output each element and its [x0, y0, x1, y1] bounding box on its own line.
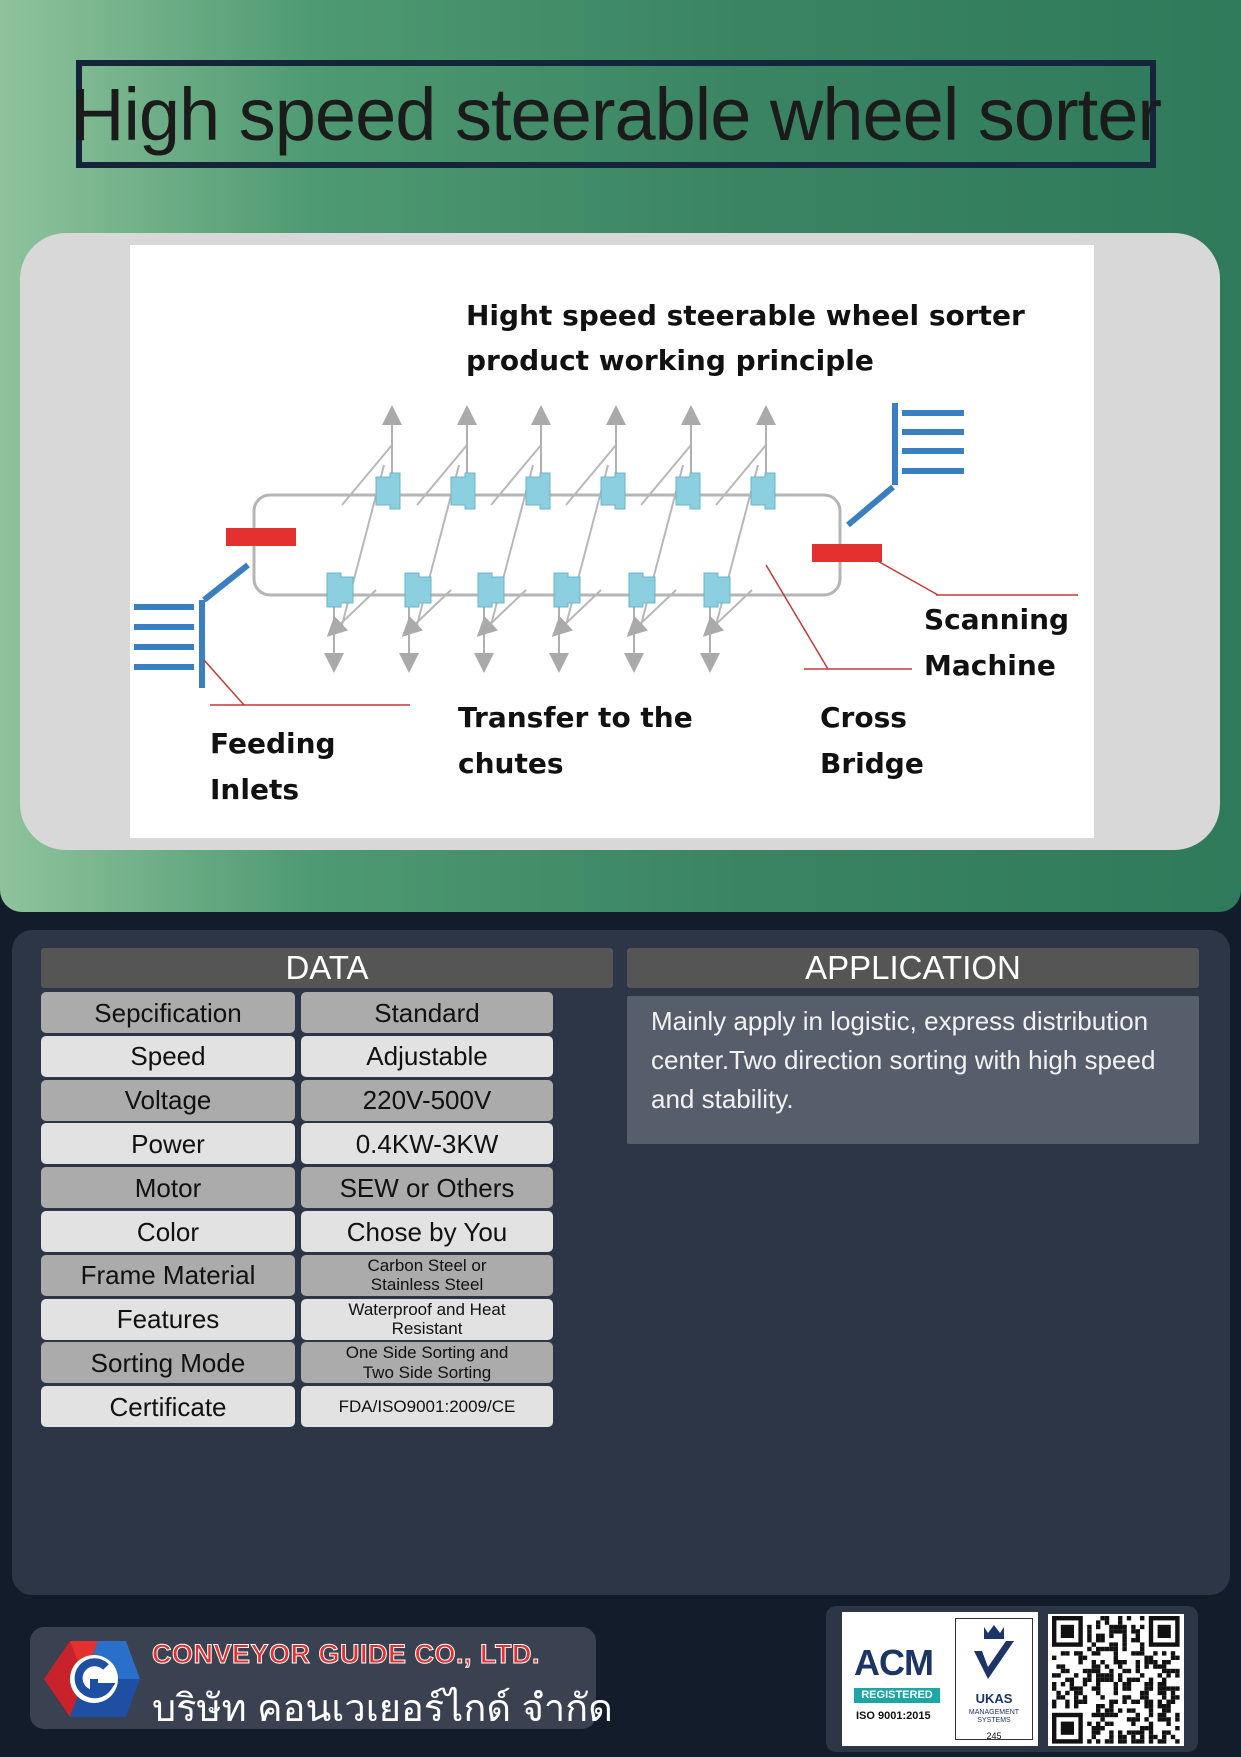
value-line: One Side Sorting and	[345, 1343, 509, 1363]
value-cell: Chose by You	[301, 1211, 553, 1252]
spec-cell: Voltage	[41, 1079, 295, 1121]
value-line: Carbon Steel or	[367, 1255, 487, 1275]
value-cell: 0.4KW-3KW	[301, 1123, 553, 1165]
value-cell: Adjustable	[301, 1035, 553, 1077]
diagram-panel: Hight speed steerable wheel sorter produ…	[20, 233, 1220, 850]
title-frame: High speed steerable wheel sorter	[71, 60, 1162, 168]
value-cell: SEW or Others	[301, 1167, 553, 1209]
qr-code	[1048, 1614, 1184, 1746]
lower-wheel-units	[326, 572, 731, 608]
acm-certificate-card: ACM REGISTERED ISO 9001:2015 UKAS MANAGE…	[842, 1612, 1038, 1746]
label-feeding-1: Feeding	[210, 727, 336, 760]
company-logo-block: CONVEYOR GUIDE CO., LTD. บริษัท คอนเวเยอ…	[30, 1627, 613, 1730]
ukas-sub-line1: MANAGEMENT	[968, 1709, 1020, 1716]
ukas-badge: UKAS MANAGEMENT SYSTEMS 245	[955, 1618, 1033, 1741]
ukas-sub-line2: SYSTEMS	[977, 1717, 1011, 1724]
qr-code-graphic	[1052, 1616, 1180, 1744]
value-line: Resistant	[391, 1319, 463, 1339]
label-scanning-1: Scanning	[924, 603, 1069, 636]
spec-cell: Frame Material	[41, 1254, 295, 1296]
spec-cell: Motor	[41, 1167, 295, 1209]
feeding-scanner-bar	[226, 528, 296, 546]
scanning-machine-bar	[812, 544, 882, 562]
label-scanning-2: Machine	[924, 649, 1056, 682]
leader-lines	[203, 558, 1078, 706]
ukas-sub-label: MANAGEMENT SYSTEMS	[956, 1709, 1032, 1725]
page-title: High speed steerable wheel sorter	[71, 72, 1162, 156]
label-cross-2: Bridge	[820, 747, 924, 780]
acm-registered-badge: REGISTERED	[854, 1688, 940, 1703]
spec-cell: Sorting Mode	[41, 1342, 295, 1384]
data-heading: DATA	[41, 948, 613, 988]
exit-rollers	[846, 403, 964, 528]
crown-check-icon	[974, 1625, 1014, 1679]
value-cell: FDA/ISO9001:2009/CE	[301, 1386, 553, 1428]
feeding-inlet-rollers	[134, 562, 250, 688]
application-heading: APPLICATION	[627, 948, 1199, 988]
value-line: Waterproof and Heat	[348, 1299, 506, 1319]
chute-lines-up	[382, 405, 776, 505]
certifications-block: ACM REGISTERED ISO 9001:2015 UKAS MANAGE…	[826, 1606, 1198, 1752]
working-principle-diagram: Hight speed steerable wheel sorter produ…	[130, 245, 1094, 838]
diagram-svg: Hight speed steerable wheel sorter produ…	[134, 299, 1078, 806]
label-transfer-1: Transfer to the	[458, 701, 693, 734]
label-cross-1: Cross	[820, 701, 907, 734]
value-line: Two Side Sorting	[362, 1362, 492, 1382]
application-text: Mainly apply in logistic, express distri…	[627, 996, 1199, 1144]
label-transfer-2: chutes	[458, 747, 564, 780]
diagram-title-line1: Hight speed steerable wheel sorter	[466, 299, 1025, 332]
upper-wheel-units	[375, 472, 776, 510]
value-cell: 220V-500V	[301, 1079, 553, 1121]
spec-cell: Power	[41, 1123, 295, 1165]
diagram-title-line2: product working principle	[466, 344, 874, 377]
value-cell: Standard	[301, 992, 553, 1033]
spec-cell: Features	[41, 1298, 295, 1340]
label-feeding-2: Inlets	[210, 773, 299, 806]
value-line: Stainless Steel	[370, 1275, 484, 1295]
spec-cell: Sepcification	[41, 992, 295, 1033]
spec-cell: Certificate	[41, 1386, 295, 1428]
spec-cell: Speed	[41, 1035, 295, 1077]
ukas-number: 245	[986, 1731, 1002, 1741]
header-background: High speed steerable wheel sorter Hight …	[0, 0, 1241, 912]
acm-logo: ACM	[854, 1642, 934, 1683]
ukas-label: UKAS	[975, 1691, 1013, 1706]
company-name-th: บริษัท คอนเวเยอร์ไกด์ จำกัด	[152, 1688, 613, 1730]
acm-iso-label: ISO 9001:2015	[856, 1710, 931, 1722]
company-name-en: CONVEYOR GUIDE CO., LTD.	[151, 1639, 541, 1670]
company-logo-icon	[44, 1641, 140, 1717]
spec-cell: Color	[41, 1211, 295, 1252]
